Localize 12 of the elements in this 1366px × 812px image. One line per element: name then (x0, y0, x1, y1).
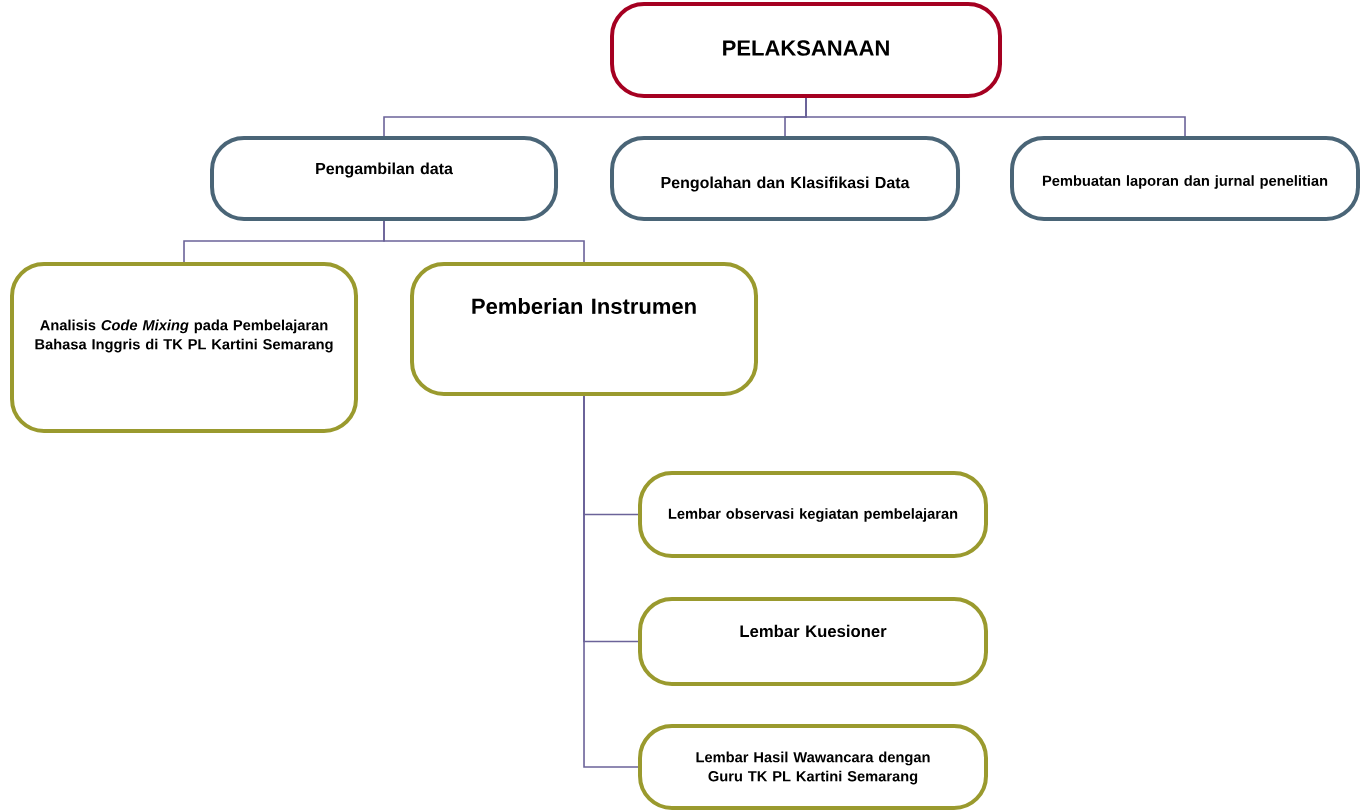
process-box: Pembuatan laporan dan jurnal penelitian (1010, 136, 1360, 221)
connector-line (383, 220, 585, 263)
process-box: Pengolahan dan Klasifikasi Data (610, 136, 960, 221)
process-box: Lembar observasi kegiatan pembelajaran (638, 471, 988, 558)
process-box: Pengambilan data (210, 136, 558, 221)
connector-line (805, 97, 1186, 137)
process-box: Pemberian Instrumen (410, 262, 758, 396)
process-box: Lembar Kuesioner (638, 597, 988, 686)
process-box: Analisis Code Mixing pada Pembelajaran Bahasa Inggris di TK PL Kartini Semarang (10, 262, 358, 433)
process-box: PELAKSANAAN (610, 2, 1002, 98)
connector-line (583, 395, 639, 768)
process-box: Lembar Hasil Wawancara dengan Guru TK PL Kartini Semarang (638, 724, 988, 810)
